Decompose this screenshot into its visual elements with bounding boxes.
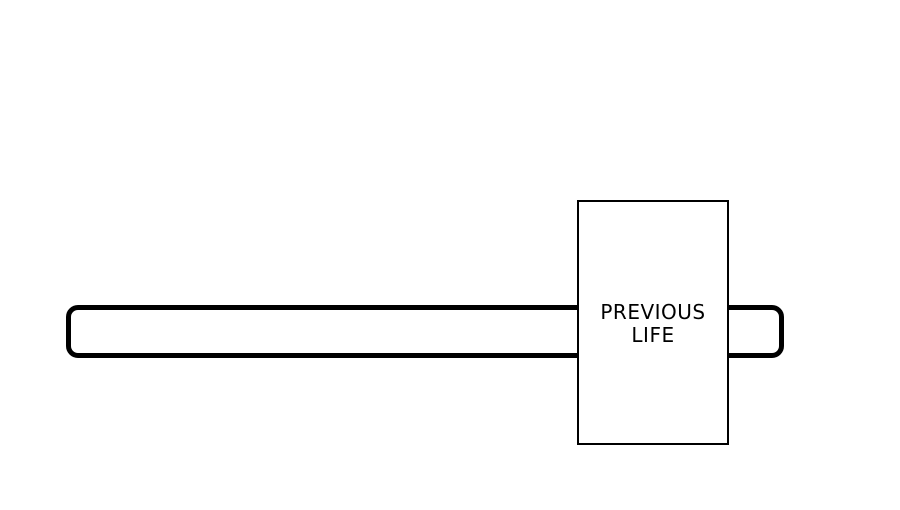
panel-label: PREVIOUS LIFE <box>600 299 706 347</box>
previous-life-panel: PREVIOUS LIFE <box>577 200 729 445</box>
